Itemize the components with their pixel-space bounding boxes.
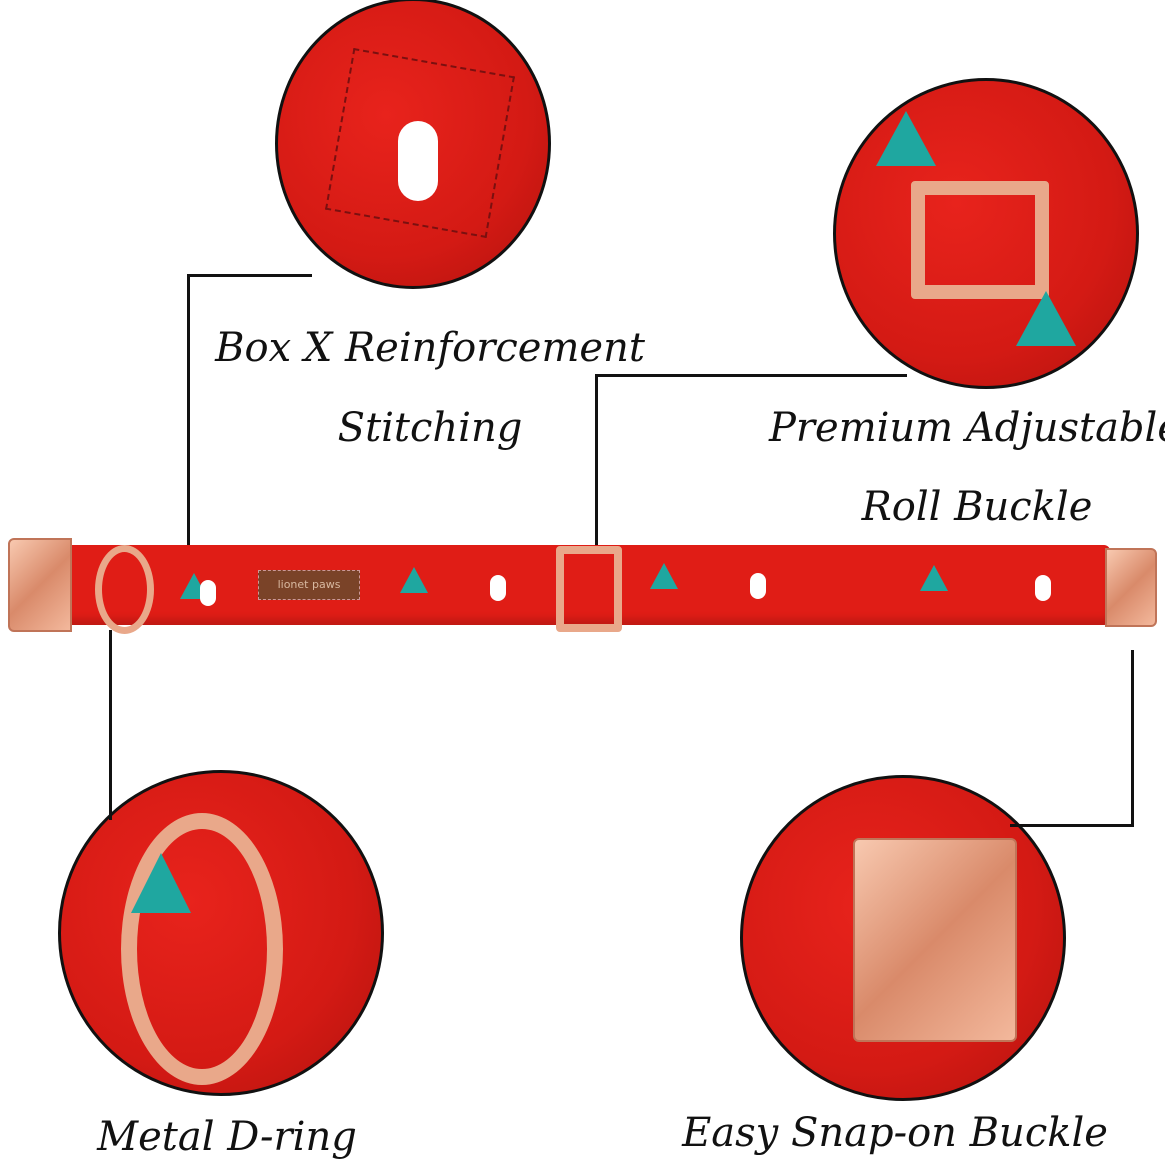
tree-pattern — [876, 111, 936, 166]
tree-pattern — [400, 567, 428, 593]
label-roll-buckle: Roll Buckle — [861, 484, 1093, 530]
snowman-pattern — [1035, 575, 1051, 601]
tree-pattern — [650, 563, 678, 589]
connector-line — [595, 374, 598, 546]
snowman-pattern — [750, 573, 766, 599]
connector-line — [109, 630, 112, 820]
snap-buckle-male — [1105, 548, 1157, 627]
tree-pattern — [1016, 291, 1076, 346]
snowman-pattern — [490, 575, 506, 601]
detail-d-ring-circle — [58, 770, 384, 1096]
snap-buckle — [853, 838, 1017, 1042]
brand-tag: lionet paws — [258, 570, 360, 600]
box-x-stitch — [325, 48, 515, 238]
snowman-pattern — [398, 121, 438, 201]
tree-pattern — [920, 565, 948, 591]
roll-buckle — [911, 181, 1049, 299]
label-stitching: Stitching — [337, 405, 523, 451]
connector-line — [1010, 824, 1134, 827]
collar-strap — [60, 545, 1110, 625]
snap-buckle-female — [8, 538, 72, 632]
label-premium-adjustable: Premium Adjustable — [768, 405, 1165, 451]
detail-snap-buckle-circle — [740, 775, 1066, 1101]
snowman-pattern — [200, 580, 216, 606]
connector-line — [595, 374, 907, 377]
connector-line — [187, 274, 312, 277]
label-metal-d-ring: Metal D-ring — [97, 1114, 357, 1160]
detail-stitching-circle — [275, 0, 551, 289]
label-easy-snap-on-buckle: Easy Snap-on Buckle — [682, 1110, 1108, 1156]
d-ring — [95, 545, 154, 634]
connector-line — [1131, 650, 1134, 827]
detail-roll-buckle-circle — [833, 78, 1139, 389]
roll-buckle — [556, 546, 622, 632]
connector-line — [187, 274, 190, 546]
tree-pattern — [131, 853, 191, 913]
label-box-x-reinforcement: Box X Reinforcement — [215, 325, 645, 371]
